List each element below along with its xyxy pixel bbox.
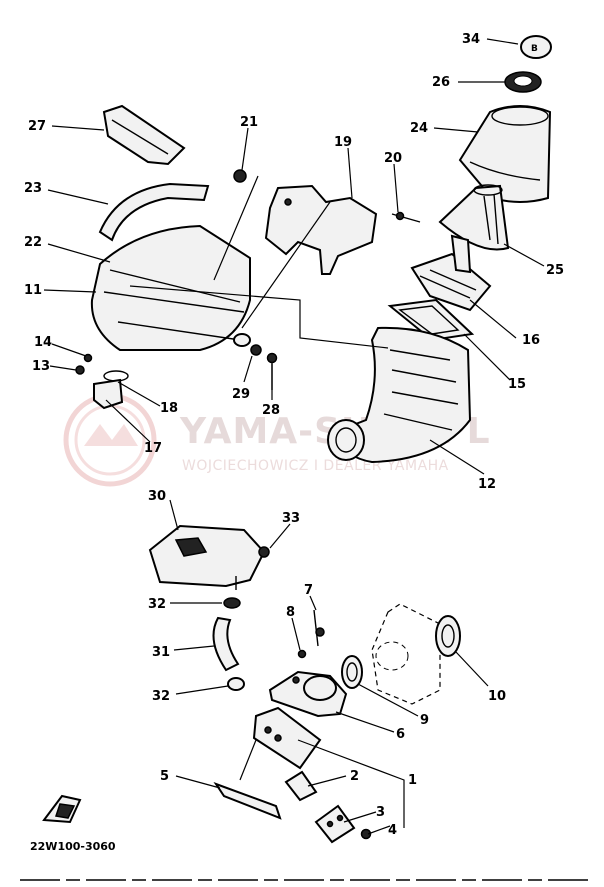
label-part-32-lower: 32: [152, 689, 170, 704]
part-2-reed-petal: [284, 770, 318, 802]
label-part-23: 23: [24, 181, 42, 196]
label-part-27: 27: [28, 119, 46, 134]
engine-location-icon: [42, 794, 82, 824]
part-16-filter-frame: [410, 234, 492, 312]
label-part-18: 18: [160, 401, 178, 416]
label-part-3: 3: [376, 805, 385, 820]
part-11-air-box: [90, 224, 251, 351]
part-24-filter-cover: [458, 105, 552, 203]
part-25-filter-element: [438, 184, 510, 251]
part-4-screw: [360, 828, 372, 840]
label-part-19: 19: [334, 135, 352, 150]
part-26-grommet: [504, 71, 542, 93]
part-8-washer: [297, 649, 307, 659]
label-part-34: 34: [462, 32, 480, 47]
part-13-washer: [75, 365, 85, 375]
part-31-hose: [212, 616, 240, 672]
watermark-logo-icon: [63, 393, 157, 487]
label-part-13: 13: [32, 359, 50, 374]
label-part-24: 24: [410, 121, 428, 136]
label-part-5: 5: [160, 769, 169, 784]
label-part-15: 15: [508, 377, 526, 392]
label-part-9: 9: [420, 713, 429, 728]
label-part-28: 28: [262, 403, 280, 418]
part-21-nut: [233, 169, 247, 183]
part-33-screw: [258, 546, 270, 558]
label-part-32-upper: 32: [148, 597, 166, 612]
part-10-flange: [435, 615, 461, 657]
part-18-clamp: [103, 370, 129, 382]
svg-text:B: B: [531, 44, 538, 54]
label-part-17: 17: [144, 441, 162, 456]
label-part-1: 1: [408, 773, 417, 788]
label-part-8: 8: [286, 605, 295, 620]
part-27-box-cover: [102, 104, 186, 166]
part-14-screw: [83, 353, 93, 363]
part-20-screw: [391, 211, 421, 223]
label-part-12: 12: [478, 477, 496, 492]
part-32-clamp-upper: [223, 597, 241, 609]
part-19-bracket: [264, 184, 378, 275]
label-part-6: 6: [396, 727, 405, 742]
part-number-labels: 34 26 24 25 16 15 12 21 19 20 27 23 22 1…: [24, 32, 564, 838]
part-17-drain: [93, 378, 124, 410]
label-part-10: 10: [488, 689, 506, 704]
label-part-29: 29: [232, 387, 250, 402]
cylinder-outline: [371, 603, 441, 705]
part-6-reed-housing: [268, 670, 348, 718]
part-29-nut: [250, 344, 262, 356]
label-part-2: 2: [350, 769, 359, 784]
label-part-4: 4: [388, 823, 397, 838]
label-part-30: 30: [148, 489, 166, 504]
label-part-20: 20: [384, 151, 402, 166]
part-12-intake-duct: [327, 326, 472, 464]
part-15-gasket: [387, 298, 475, 342]
label-part-25: 25: [546, 263, 564, 278]
part-1-reed-valve: [252, 706, 322, 770]
label-part-33: 33: [282, 511, 300, 526]
diagram-code: 22W100-3060: [30, 840, 116, 853]
leader-lines: [43, 38, 545, 835]
label-part-31: 31: [152, 645, 170, 660]
label-part-7: 7: [304, 583, 313, 598]
part-32-clamp-lower: [227, 677, 245, 691]
label-part-14: 14: [34, 335, 52, 350]
part-3-stopper: [314, 804, 356, 844]
part-23-strap: [98, 182, 210, 242]
part-7-bolt: [313, 609, 325, 647]
part-30-cover: [148, 524, 266, 590]
label-part-16: 16: [522, 333, 540, 348]
label-part-22: 22: [24, 235, 42, 250]
part-34-cap: B: [520, 35, 552, 59]
part-5-gasket: [213, 782, 282, 820]
label-part-26: 26: [432, 75, 450, 90]
watermark-subtitle: WOJCIECHOWICZ I DEALER YAMAHA: [182, 458, 449, 474]
part-9-gasket: [341, 655, 363, 689]
label-part-11: 11: [24, 283, 42, 298]
label-part-21: 21: [240, 115, 258, 130]
